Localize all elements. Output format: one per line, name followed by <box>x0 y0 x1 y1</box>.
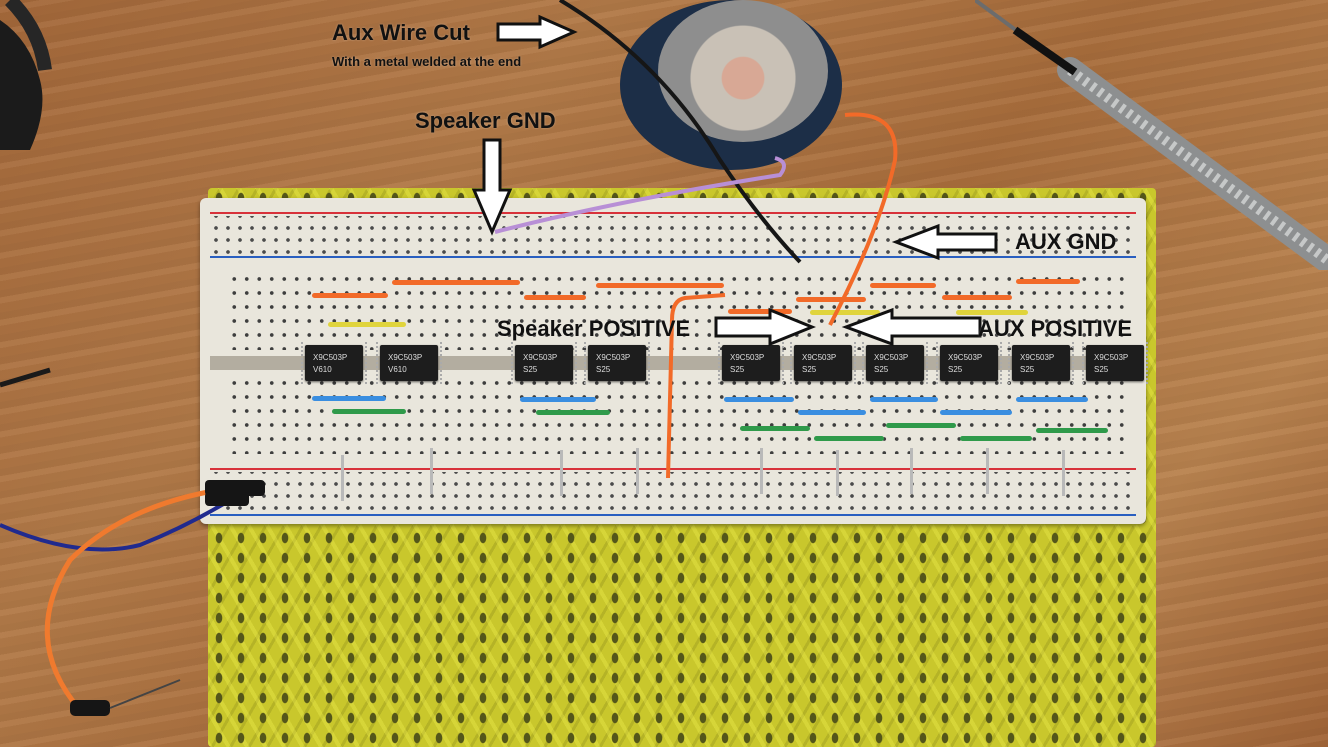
chip-code: S25 <box>874 365 889 374</box>
chip-code: S25 <box>730 365 745 374</box>
ic-chip: X9C503P S25 <box>1008 342 1074 384</box>
jumper-wire <box>740 426 810 431</box>
chip-code: S25 <box>596 365 611 374</box>
jumper-wire <box>886 423 956 428</box>
bottom-positive-rail-line <box>210 468 1136 470</box>
chip-code: S25 <box>1094 365 1109 374</box>
rail-link-wire <box>836 450 839 496</box>
ic-chip: X9C503P S25 <box>790 342 856 384</box>
chip-part: X9C503P <box>730 353 764 362</box>
chip-code: S25 <box>802 365 817 374</box>
top-power-rail <box>210 216 1136 260</box>
jumper-wire <box>520 397 596 402</box>
chip-part: X9C503P <box>596 353 630 362</box>
jumper-wire <box>870 397 938 402</box>
jumper-wire <box>328 322 406 327</box>
jumper-wire <box>332 409 406 414</box>
chip-part: X9C503P <box>948 353 982 362</box>
jumper-wire <box>728 309 792 314</box>
top-negative-rail-line <box>210 256 1136 258</box>
rail-link-wire <box>986 448 989 494</box>
speaker-gnd-label: Speaker GND <box>415 108 556 133</box>
jumper-wire <box>312 396 386 401</box>
jumper-wire <box>870 283 936 288</box>
jumper-wire <box>942 295 1012 300</box>
rail-link-wire <box>560 450 563 496</box>
chip-part: X9C503P <box>1020 353 1054 362</box>
ic-chip: X9C503P S25 <box>1082 342 1148 384</box>
jumper-wire <box>960 436 1032 441</box>
jumper-wire <box>536 410 610 415</box>
ic-chip: X9C503P S25 <box>862 342 928 384</box>
top-positive-rail-line <box>210 212 1136 214</box>
jumper-wire <box>956 310 1028 315</box>
jumper-wire <box>1016 397 1088 402</box>
chip-code: S25 <box>1020 365 1035 374</box>
rail-link-wire <box>910 448 913 494</box>
ic-chip: X9C503P S25 <box>936 342 1002 384</box>
speaker-cone <box>658 0 828 142</box>
chip-part: X9C503P <box>1094 353 1128 362</box>
rail-link-wire <box>1062 450 1065 496</box>
ic-chip: X9C503P V610 <box>376 342 442 384</box>
jumper-wire <box>1016 279 1080 284</box>
jumper-wire <box>1036 428 1108 433</box>
rail-link-wire <box>760 448 763 494</box>
chip-code: S25 <box>523 365 538 374</box>
chip-code: S25 <box>948 365 963 374</box>
aux-positive-label: AUX POSITIVE <box>978 316 1133 341</box>
chip-code: V610 <box>313 365 332 374</box>
bottom-negative-rail-line <box>210 514 1136 516</box>
bottom-power-rail <box>210 472 1136 516</box>
aux-wire-cut-label: Aux Wire Cut <box>332 20 470 45</box>
rail-link-wire <box>341 455 344 501</box>
chip-part: X9C503P <box>388 353 422 362</box>
jumper-wire <box>312 293 388 298</box>
jumper-wire <box>392 280 520 285</box>
jumper-wire <box>798 410 866 415</box>
jumper-wire <box>810 310 880 315</box>
jumper-wire <box>796 297 866 302</box>
ic-chip: X9C503P S25 <box>511 342 577 384</box>
jumper-wire <box>596 283 724 288</box>
chip-part: X9C503P <box>313 353 347 362</box>
audio-jack-plug <box>0 0 52 150</box>
screwdriver <box>975 0 1328 270</box>
lower-terminal-strip <box>228 376 1128 454</box>
chip-code: V610 <box>388 365 407 374</box>
ic-chip: X9C503P S25 <box>718 342 784 384</box>
chip-part: X9C503P <box>802 353 836 362</box>
aux-wire-note-label: With a metal welded at the end <box>332 54 522 69</box>
jumper-wire <box>524 295 586 300</box>
chip-part: X9C503P <box>874 353 908 362</box>
speaker-positive-label: Speaker POSITIVE <box>497 316 691 341</box>
rail-link-wire <box>430 448 433 494</box>
jumper-wire <box>940 410 1012 415</box>
ic-chip: X9C503P V610 <box>301 342 367 384</box>
ic-chip: X9C503P S25 <box>584 342 650 384</box>
jumper-wire <box>724 397 794 402</box>
jumper-wire <box>884 324 946 329</box>
rail-link-wire <box>636 448 639 494</box>
chip-part: X9C503P <box>523 353 557 362</box>
jumper-wire <box>814 436 884 441</box>
aux-gnd-label: AUX GND <box>1015 229 1117 254</box>
